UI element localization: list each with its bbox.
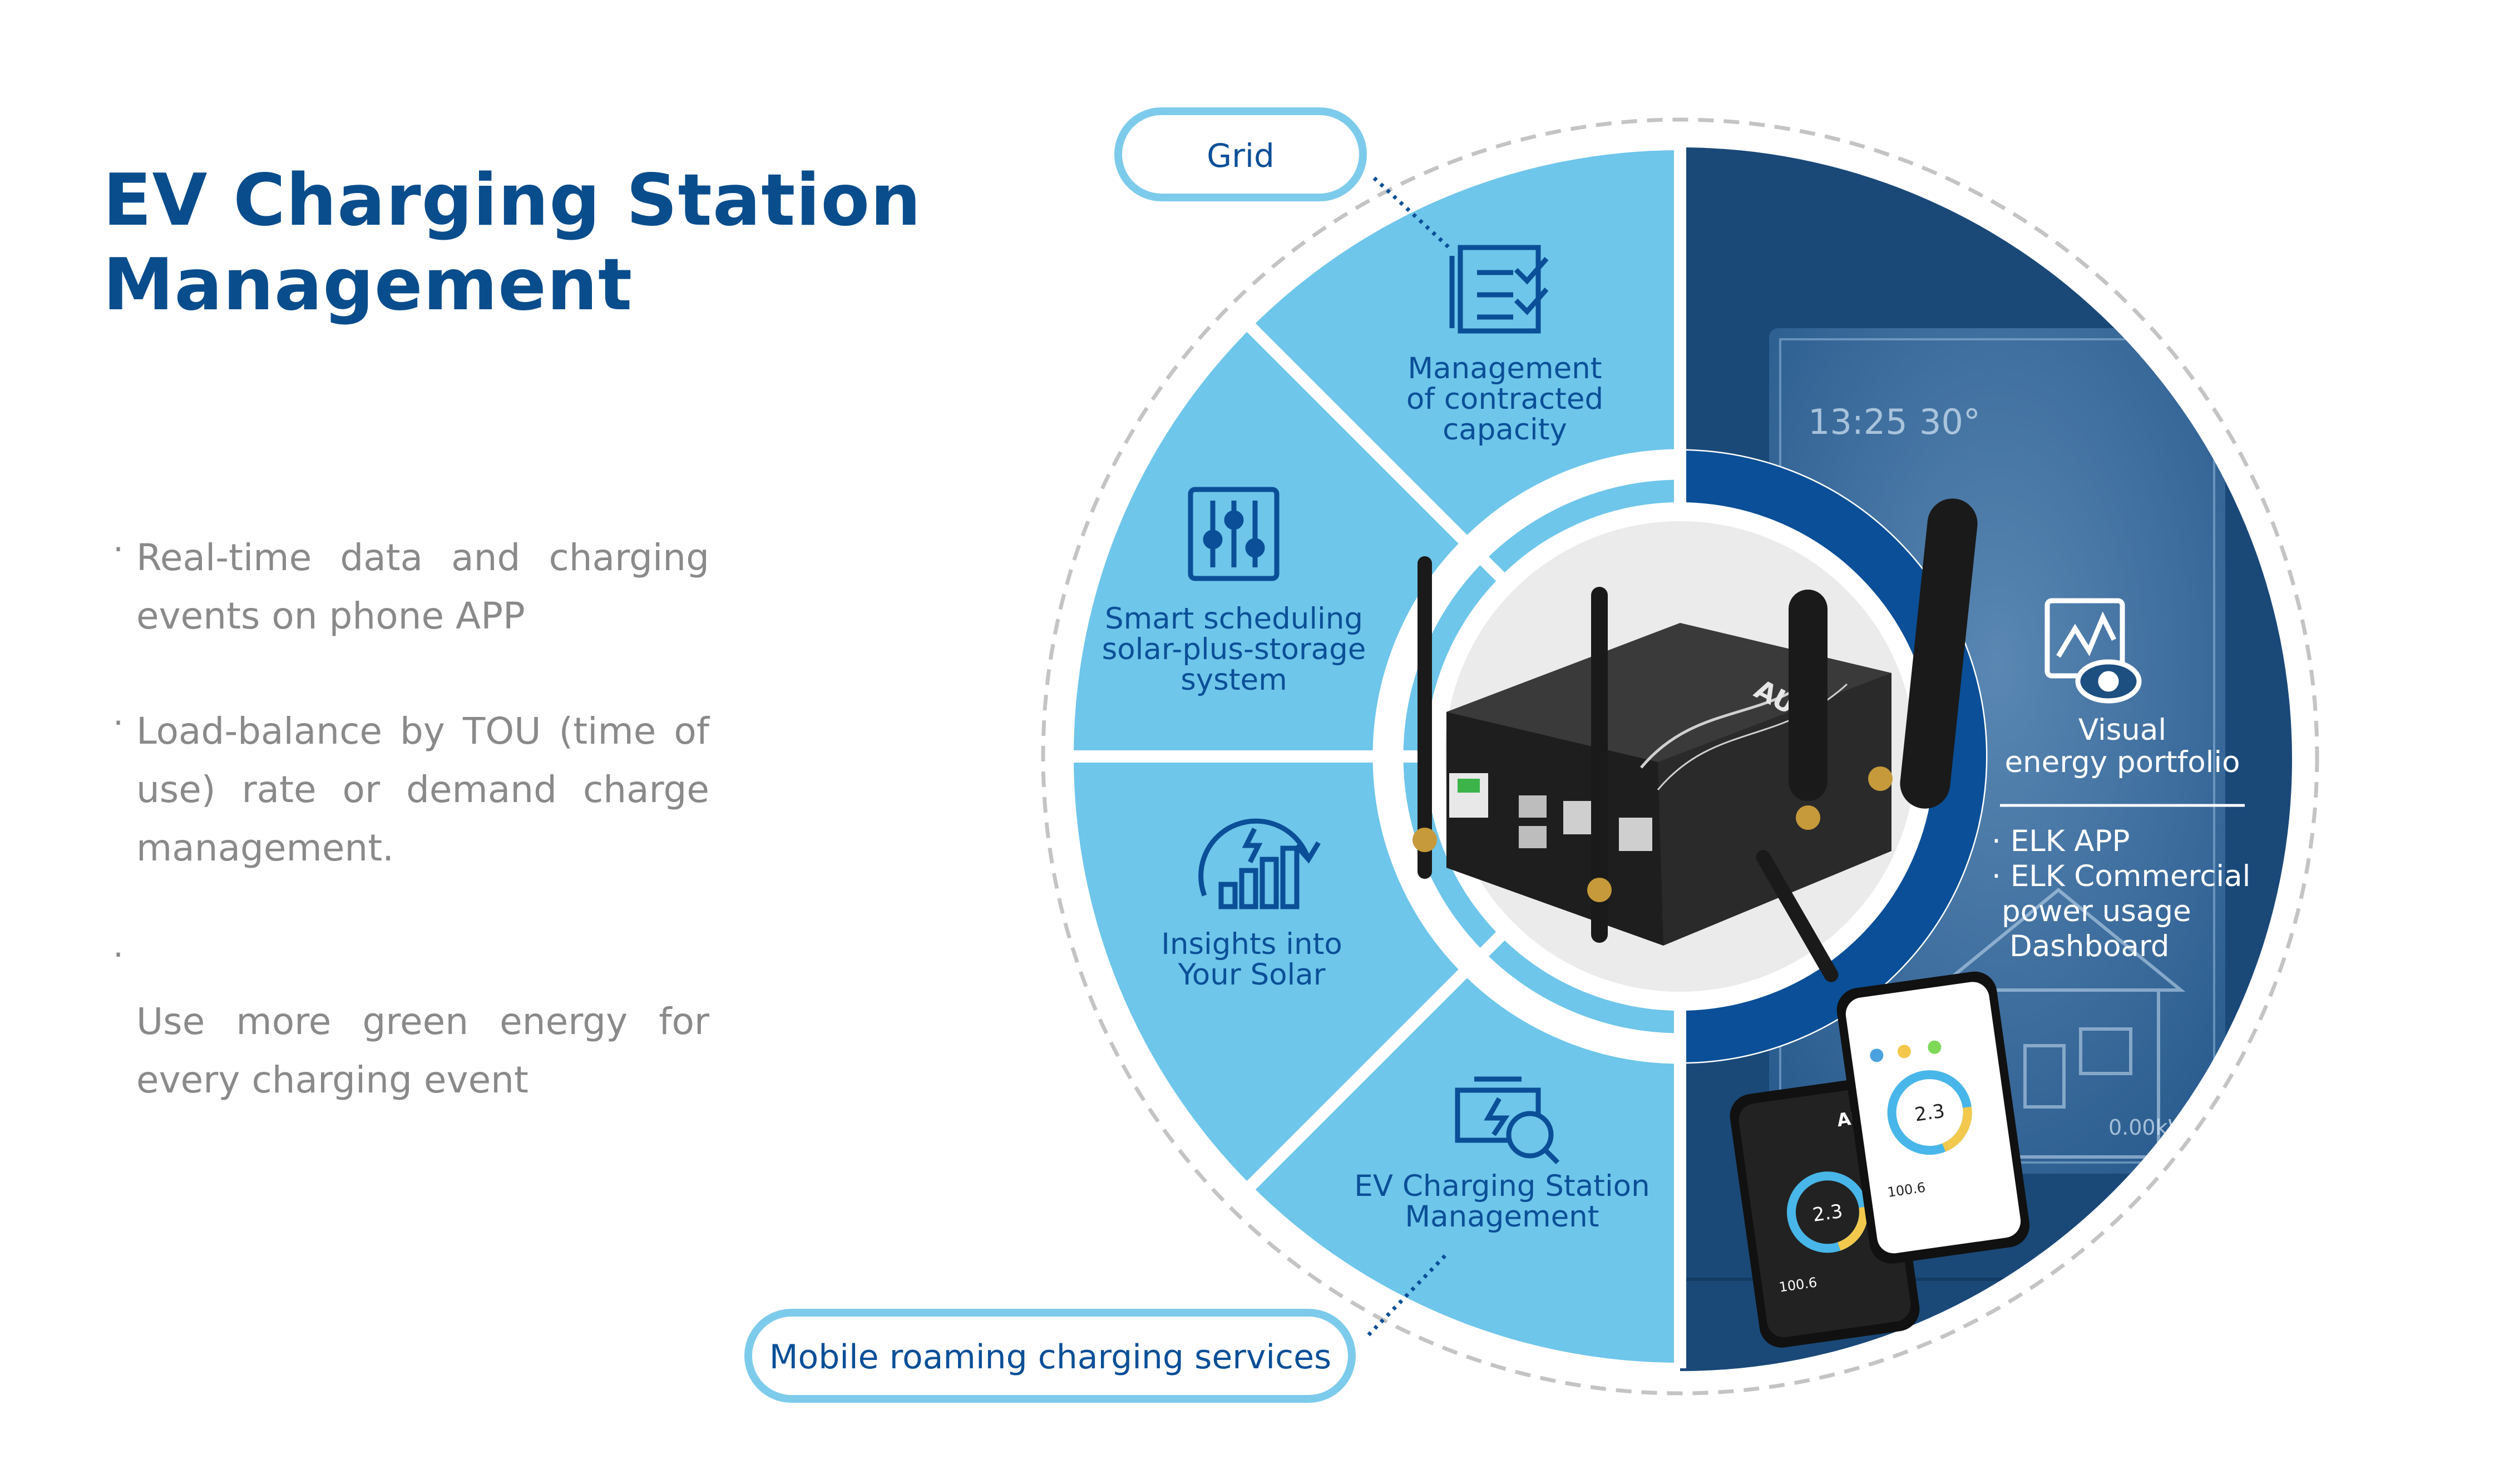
antenna — [1789, 590, 1828, 830]
page-title-line-1: EV Charging Station — [103, 159, 922, 242]
page-title-line-2: Management — [103, 244, 633, 327]
segment-solar-label: Insights into Your Solar — [1161, 927, 1342, 992]
visual-label-line: energy portfolio — [2004, 745, 2240, 779]
sliders-icon — [1188, 487, 1280, 581]
segment-label-line: Your Solar — [1177, 958, 1325, 992]
page-title: EV Charging Station Management — [103, 159, 921, 328]
monitor-eye-icon — [2044, 598, 2142, 704]
elk-app-list: · ELK APP · ELK Commercial power usage D… — [1992, 824, 2250, 963]
segment-ev-label: EV Charging Station Management — [1354, 1169, 1649, 1234]
screen-power: 0.00kW — [2108, 1115, 2189, 1140]
bullet-dot: · — [113, 936, 124, 975]
segment-label-line: capacity — [1443, 413, 1567, 447]
elk-list-line: power usage — [2002, 894, 2191, 928]
phone-light: 2.3 100.6 — [1836, 971, 2030, 1264]
grid-callout — [1114, 107, 1367, 201]
segment-scheduling-label: Smart scheduling solar-plus-storage syst… — [1102, 602, 1366, 697]
feature-text: Real-time data and charging events on ph… — [136, 536, 709, 637]
grid-callout-label: Grid — [1207, 137, 1275, 175]
gateway-device: AUO — [1412, 498, 1978, 982]
usb-port — [1519, 826, 1547, 848]
segment-label-line: of contracted — [1406, 382, 1603, 416]
segment-label-line: system — [1181, 663, 1287, 697]
segment-label-line: Management — [1407, 352, 1602, 385]
mobile-callout-label: Mobile roaming charging services — [769, 1338, 1332, 1377]
segment-label-line: EV Charging Station — [1354, 1169, 1649, 1203]
solar-insight-icon — [1198, 818, 1321, 909]
segment-label-line: solar-plus-storage — [1102, 632, 1366, 666]
elk-list-line: Dashboard — [2009, 929, 2170, 963]
segment-label-line: Management — [1405, 1200, 1599, 1234]
elk-list-line: · ELK APP — [1992, 824, 2130, 858]
phone-value: 2.3 — [1811, 1200, 1844, 1226]
feature-text: Load-balance by TOU (time of use) rate o… — [136, 710, 709, 869]
feature-text: Use more green energy for every charging… — [136, 1000, 709, 1101]
usb-port — [1519, 795, 1547, 818]
feature-item: Use more green energy for every charging… — [108, 992, 709, 1109]
bullet-dot: · — [113, 530, 124, 569]
ethernet-port — [1619, 818, 1652, 851]
screen-temp: 30° — [1919, 402, 1981, 442]
screen-time: 13:25 — [1808, 402, 1908, 442]
feature-item: · — [108, 934, 709, 992]
antenna — [1587, 587, 1612, 943]
segment-contracted-label: Management of contracted capacity — [1406, 352, 1603, 447]
antenna — [1412, 556, 1437, 879]
outer-dashed-ring — [1041, 117, 2319, 1396]
visual-energy-label: Visual energy portfolio — [2004, 713, 2240, 779]
checklist-icon — [1449, 245, 1549, 334]
ev-charger-icon — [1455, 1076, 1560, 1165]
segment-label-line: Smart scheduling — [1105, 602, 1363, 636]
antenna — [1756, 850, 1839, 982]
visual-label-line: Visual — [2078, 713, 2166, 747]
mobile-callout — [744, 1309, 1356, 1403]
feature-item: · Real-time data and charging events on … — [108, 528, 709, 645]
antenna — [1868, 498, 1978, 809]
elk-list-line: · ELK Commercial — [1992, 859, 2250, 893]
feature-item: · Load-balance by TOU (time of use) rate… — [108, 702, 709, 877]
mobile-connector — [1367, 1253, 1448, 1337]
bullet-dot: · — [113, 704, 124, 743]
segment-label-line: Insights into — [1161, 927, 1342, 961]
phone-value: 2.3 — [1913, 1100, 1946, 1126]
feature-list: · Real-time data and charging events on … — [108, 528, 709, 1166]
